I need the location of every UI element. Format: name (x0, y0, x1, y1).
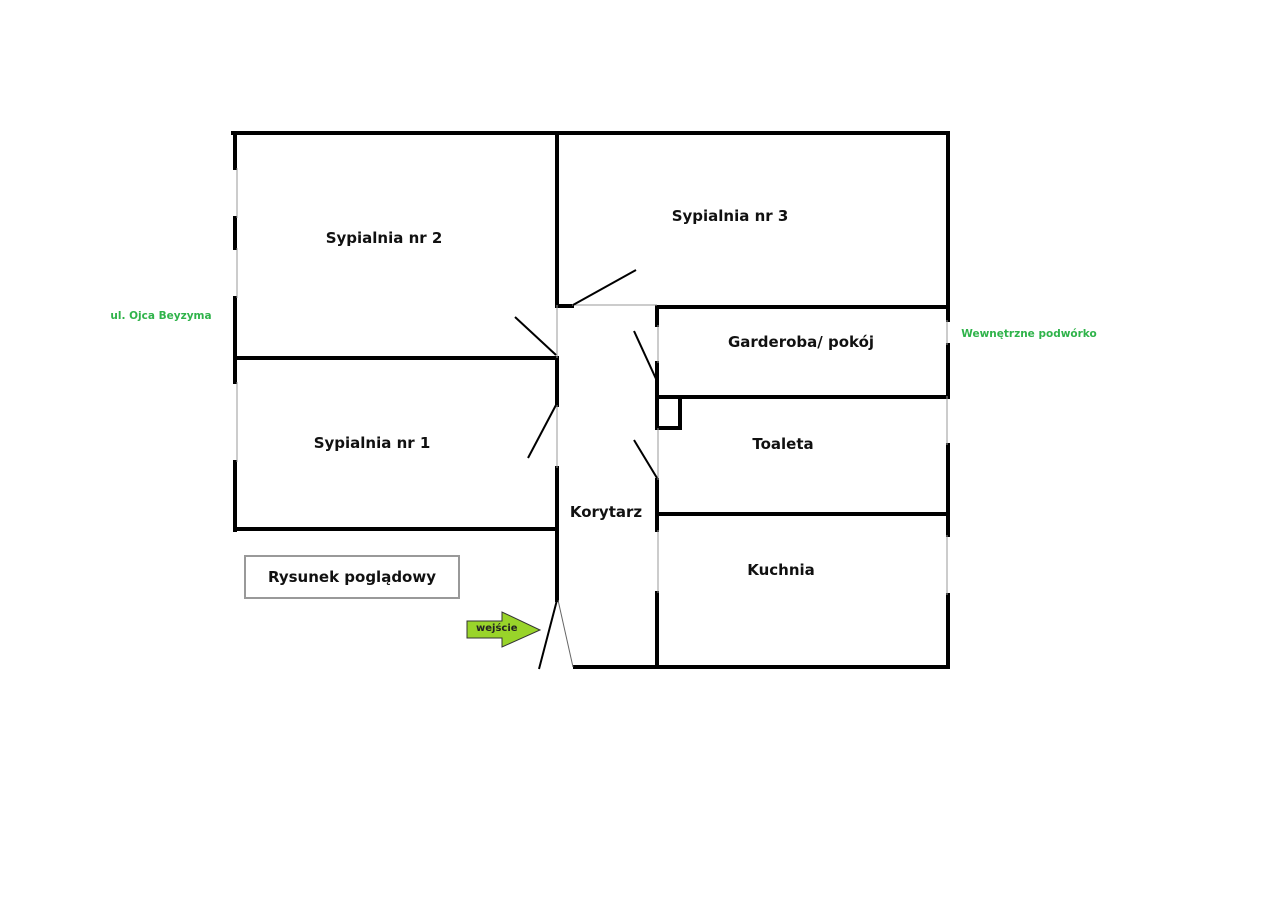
door-bedroom-1 (527, 404, 557, 459)
thin-lines (236, 168, 948, 668)
street-label-right: Wewnętrzne podwórko (961, 328, 1097, 340)
door-wardrobe (633, 330, 658, 382)
room-label-kitchen: Kuchnia (747, 561, 815, 579)
door-bedroom-3 (572, 269, 637, 306)
street-label-left: ul. Ojca Beyzyma (110, 310, 212, 322)
doors (514, 269, 658, 670)
room-label-bedroom-2: Sypialnia nr 2 (325, 229, 443, 247)
door-bedroom-2 (514, 316, 557, 356)
entrance-arrow-icon (466, 611, 542, 648)
room-label-toilet: Toaleta (752, 435, 814, 453)
room-label-corridor: Korytarz (569, 503, 643, 521)
room-label-wardrobe: Garderoba/ pokój (727, 333, 875, 351)
legend-text: Rysunek poglądowy (267, 568, 437, 586)
door-toilet (633, 439, 658, 479)
legend-box: Rysunek poglądowy (244, 555, 460, 599)
room-label-bedroom-1: Sypialnia nr 1 (313, 434, 431, 452)
door-entrance (538, 599, 558, 670)
shaft-box (655, 395, 682, 430)
walls (231, 131, 950, 669)
room-label-bedroom-3: Sypialnia nr 3 (671, 207, 789, 225)
entrance-label: wejście (476, 623, 518, 634)
